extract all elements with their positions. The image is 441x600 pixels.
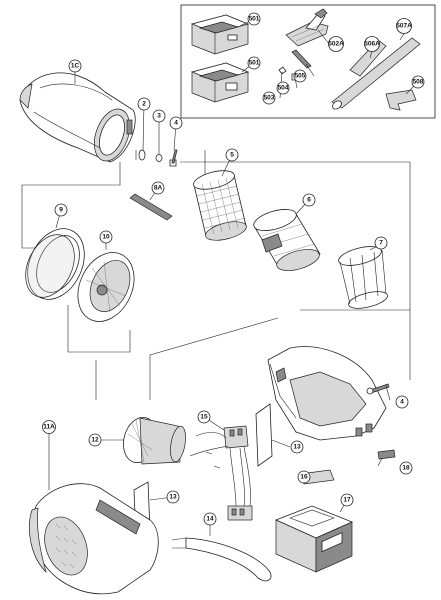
svg-text:6: 6 xyxy=(307,197,311,204)
svg-text:10: 10 xyxy=(102,234,110,241)
charger-1 xyxy=(190,14,250,55)
fan-cover xyxy=(77,252,135,322)
callout-18: 18 xyxy=(399,461,413,475)
callout-504: 504 xyxy=(276,81,290,95)
callout-2: 2 xyxy=(137,97,151,111)
extension-rod xyxy=(291,49,312,69)
svg-text:12: 12 xyxy=(91,437,99,444)
svg-text:16: 16 xyxy=(300,474,308,481)
callout-16: 16 xyxy=(297,470,311,484)
callout-5: 5 xyxy=(225,148,239,162)
svg-text:501: 501 xyxy=(249,16,260,23)
floor-nozzle xyxy=(285,8,329,47)
callout-502a: 502A xyxy=(328,36,344,52)
dust-bag-ring xyxy=(25,228,85,300)
hand-strap xyxy=(185,537,272,582)
screw-top xyxy=(169,149,178,167)
rear-housing xyxy=(267,346,387,441)
svg-text:14: 14 xyxy=(206,516,214,523)
battery xyxy=(274,505,354,573)
callout-13-lower: 13 xyxy=(166,490,180,504)
pre-filter xyxy=(253,209,321,271)
label-plate xyxy=(377,449,396,460)
accessories-group xyxy=(180,4,436,119)
dust-case xyxy=(19,72,136,163)
callout-7: 7 xyxy=(374,236,388,250)
svg-text:9: 9 xyxy=(59,207,63,214)
svg-text:13: 13 xyxy=(293,444,301,451)
svg-text:15: 15 xyxy=(200,414,208,421)
svg-text:18: 18 xyxy=(402,465,410,472)
callout-3: 3 xyxy=(152,109,166,123)
front-housing xyxy=(29,483,159,595)
svg-text:506A: 506A xyxy=(364,41,380,48)
svg-text:501: 501 xyxy=(249,60,260,67)
callout-12: 12 xyxy=(88,433,102,447)
callout-8a: 8A xyxy=(151,181,165,195)
callout-10: 10 xyxy=(99,230,113,244)
callout-15: 15 xyxy=(197,410,211,424)
callout-6: 6 xyxy=(302,193,316,207)
filter-holder xyxy=(338,246,388,309)
callout-1c: 1C xyxy=(68,59,82,73)
small-part-503 xyxy=(278,66,287,75)
callout-501-b: 501 xyxy=(247,56,261,70)
callout-17: 17 xyxy=(340,493,354,507)
screw-right xyxy=(366,383,390,395)
svg-text:504: 504 xyxy=(278,85,289,92)
callout-4-top: 4 xyxy=(169,116,183,130)
washer xyxy=(155,154,163,162)
wire-harness xyxy=(189,432,251,507)
svg-text:13: 13 xyxy=(169,494,177,501)
callout-9: 9 xyxy=(54,203,68,217)
svg-text:4: 4 xyxy=(400,399,404,406)
svg-text:17: 17 xyxy=(343,497,351,504)
svg-text:8A: 8A xyxy=(154,185,163,192)
svg-text:11A: 11A xyxy=(43,424,55,431)
callout-13-upper: 13 xyxy=(290,440,304,454)
svg-text:3: 3 xyxy=(157,113,161,120)
svg-text:503: 503 xyxy=(264,95,275,102)
connector-block xyxy=(227,505,253,521)
accessories-frame xyxy=(180,4,436,119)
svg-text:1C: 1C xyxy=(71,63,80,70)
callout-505: 505 xyxy=(293,69,307,83)
svg-text:5: 5 xyxy=(230,152,234,159)
callout-11a: 11A xyxy=(42,420,56,434)
callout-508: 508 xyxy=(411,75,425,89)
cylinder-filter xyxy=(193,170,247,241)
svg-text:505: 505 xyxy=(295,73,306,80)
callout-503: 503 xyxy=(262,91,276,105)
terminal-plate-upper xyxy=(255,403,273,467)
callout-14: 14 xyxy=(203,512,217,526)
charger-2 xyxy=(190,62,250,103)
motor xyxy=(123,417,186,465)
o-ring xyxy=(138,149,146,161)
svg-text:507A: 507A xyxy=(396,23,412,30)
callout-501-a: 501 xyxy=(247,12,261,26)
svg-text:508: 508 xyxy=(413,79,424,86)
callout-4-right: 4 xyxy=(395,395,409,409)
filter-stick xyxy=(129,193,173,221)
callout-507a: 507A xyxy=(396,18,412,34)
svg-text:2: 2 xyxy=(142,101,146,108)
wall-bracket xyxy=(385,89,417,111)
assembly-guide-lines xyxy=(21,150,411,400)
svg-text:502A: 502A xyxy=(328,41,344,48)
switch xyxy=(223,425,249,449)
svg-text:4: 4 xyxy=(174,120,178,127)
callout-506a: 506A xyxy=(364,36,380,52)
svg-text:7: 7 xyxy=(379,240,383,247)
